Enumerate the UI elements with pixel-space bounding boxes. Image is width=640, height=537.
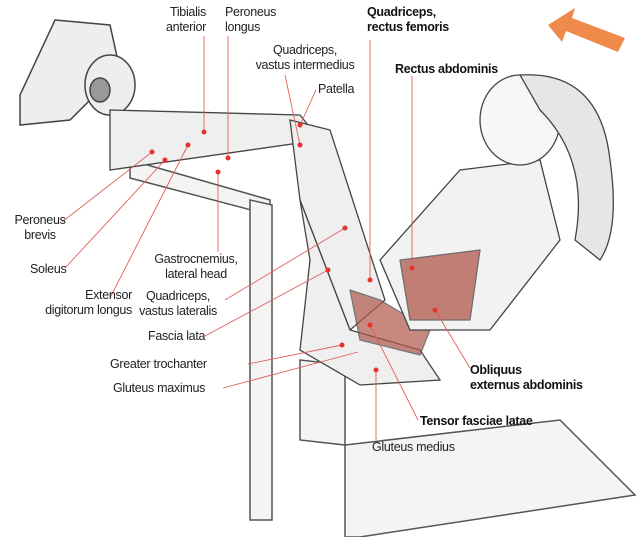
leader-lines xyxy=(61,36,471,440)
label-gluteus-medius: Gluteus medius xyxy=(372,440,455,454)
label-quadriceps-vastus-intermedius: Quadriceps,vastus intermedius xyxy=(255,43,355,72)
bench xyxy=(129,159,637,537)
label-patella: Patella xyxy=(318,82,355,96)
label-quadriceps-vastus-lateralis: Quadriceps,vastus lateralis xyxy=(139,289,217,318)
label-tensor-fasciae-latae: Tensor fasciae latae xyxy=(420,414,533,428)
label-rectus-abdominis: Rectus abdominis xyxy=(395,62,498,76)
muscle-dots xyxy=(149,122,438,373)
legs xyxy=(109,109,442,386)
label-greater-trochanter: Greater trochanter xyxy=(110,357,207,371)
arrow-up-left-icon xyxy=(548,8,625,52)
label-gastrocnemius-lateral-head: Gastrocnemius,lateral head xyxy=(154,252,238,281)
label-quadriceps-rectus-femoris: Quadriceps,rectus femoris xyxy=(367,5,449,34)
label-soleus: Soleus xyxy=(30,262,67,276)
torso xyxy=(379,74,614,331)
label-gluteus-maximus: Gluteus maximus xyxy=(113,381,206,395)
label-fascia-lata: Fascia lata xyxy=(148,329,206,343)
feet xyxy=(19,19,136,126)
